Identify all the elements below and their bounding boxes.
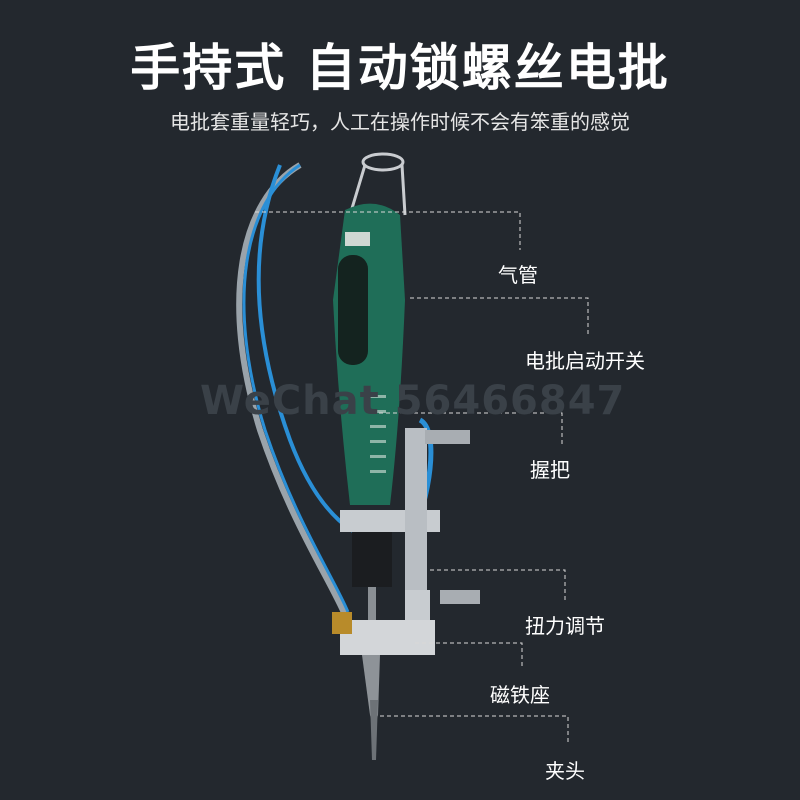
callout-grip: 握把 — [530, 458, 570, 482]
subtitle: 电批套重量轻巧，人工在操作时候不会有笨重的感觉 — [170, 110, 630, 134]
callout-air-hose: 气管 — [498, 263, 538, 287]
callout-chuck: 夹头 — [545, 759, 585, 783]
callout-magnet-seat: 磁铁座 — [490, 683, 550, 707]
page-title: 手持式 自动锁螺丝电批 — [130, 39, 670, 97]
callout-start-switch: 电批启动开关 — [525, 349, 645, 373]
watermark: WeChat 56466847 — [200, 378, 626, 424]
callout-torque-adjust: 扭力调节 — [525, 614, 605, 638]
